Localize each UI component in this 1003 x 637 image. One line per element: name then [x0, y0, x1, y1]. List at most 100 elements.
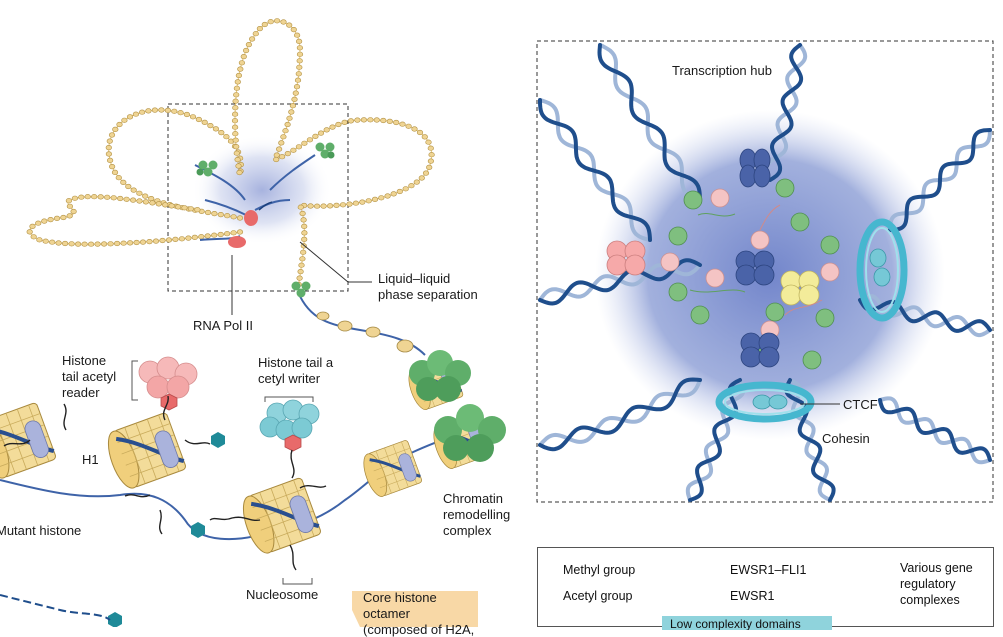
regulatory-complex-yellow: [780, 270, 820, 306]
ctcf-label: CTCF: [843, 397, 878, 412]
chromatin-bead: [165, 237, 173, 243]
chromatin-bead: [426, 164, 433, 170]
chromatin-bead: [286, 22, 293, 28]
chromatin-bead: [306, 137, 314, 143]
chromatin-bead: [233, 92, 240, 98]
chromatin-bead: [30, 234, 37, 240]
chromatin-bead: [300, 217, 307, 223]
chromatin-bead: [232, 124, 239, 130]
chromatin-bead: [164, 107, 171, 113]
legend-various-line1: Various gene: [900, 561, 973, 575]
chromatin-bead: [297, 269, 304, 275]
chromatin-bead: [232, 137, 239, 143]
chromatin-bead: [341, 119, 348, 125]
chromatin-bead: [201, 119, 208, 125]
histone-tails: [3, 395, 327, 571]
legend-ewsr1-fli1: EWSR1–FLI1: [730, 563, 807, 577]
chromatin-bead: [243, 47, 250, 54]
chromatin-bead: [148, 196, 155, 202]
remodel-label-line3: complex: [443, 523, 492, 538]
ewsr1-fli1-protein: [668, 226, 688, 246]
chromatin-bead: [224, 231, 231, 237]
remodeler-small-icons: [196, 142, 335, 298]
reader-label-line3: reader: [62, 385, 100, 400]
chromatin-bead: [194, 207, 201, 213]
chromatin-bead: [152, 238, 160, 244]
chromatin-bead: [218, 130, 225, 136]
chromatin-bead: [289, 103, 297, 109]
core-histone-line3: (composed of H2A,: [363, 622, 475, 637]
core-histone-line1: Core histone: [363, 590, 437, 605]
chromatin-bead: [232, 111, 239, 117]
core-histone-tag: [352, 591, 478, 627]
nucleosome: [363, 440, 422, 497]
ewsr1-protein: [705, 268, 725, 288]
mutant-histone-label: Mutant histone: [0, 523, 82, 538]
chromatin-bead: [296, 51, 304, 57]
chromatin-bead: [149, 200, 156, 206]
nucleosome: [242, 477, 321, 554]
chromatin-bead: [105, 145, 112, 151]
dna-bottom-left: [0, 594, 111, 621]
chromatin-bead: [296, 64, 303, 70]
chromatin-bead: [49, 239, 56, 245]
chromatin-bead: [111, 169, 119, 175]
chromatin-bead: [300, 249, 307, 255]
chromatin-bead: [171, 108, 178, 114]
nucleosome-label: Nucleosome: [246, 587, 319, 602]
chromatin-bead: [113, 240, 121, 247]
chromatin-bead: [333, 202, 340, 208]
ewsr1-fli1-protein: [668, 282, 688, 302]
ewsr1-fli1-protein: [815, 308, 835, 328]
ewsr1-fli1-protein: [775, 178, 795, 198]
chromatin-bead: [158, 107, 165, 113]
chromatin-bead: [282, 128, 289, 134]
nucleosome: [0, 402, 56, 479]
chromatin-bead: [211, 211, 218, 217]
chromatin-bead: [151, 107, 158, 113]
ewsr1-fli1-protein: [765, 302, 785, 322]
chromatin-bead: [427, 145, 434, 151]
chromatin-bead: [232, 98, 239, 104]
chromatin-bead: [26, 229, 33, 235]
hub-box: [536, 40, 994, 503]
chromatin-bead: [177, 110, 184, 116]
remodel-label-line2: remodelling: [443, 507, 511, 522]
chromatin-bead: [172, 236, 179, 242]
chromatin-bead: [189, 114, 197, 120]
chromatin-bead: [236, 229, 244, 235]
transcription-hub-title: Transcription hub: [672, 63, 772, 78]
chromatin-bead: [233, 150, 240, 156]
fiber-nucleosomes: [316, 311, 414, 353]
chromatin-bead: [105, 151, 112, 157]
chromatin-bead: [120, 179, 127, 185]
small-hub-glow: [192, 135, 332, 245]
chromatin-bead: [295, 71, 302, 77]
chromatin-bead: [55, 240, 62, 246]
chromatin-bead: [66, 203, 73, 209]
chromatin-bead: [84, 194, 91, 200]
chromatin-bead: [292, 90, 299, 96]
chromatin-bead: [327, 203, 334, 209]
chromatin-bead: [346, 201, 353, 207]
chromatin-bead: [384, 193, 391, 199]
h1-label: H1: [82, 452, 99, 467]
chromatin-bead: [159, 237, 166, 244]
legend-various-line2: regulatory: [900, 577, 956, 591]
ewsr1-protein: [660, 252, 680, 272]
chromatin-bead: [301, 140, 308, 146]
chromatin-bead: [335, 121, 342, 128]
chromatin-bead: [132, 111, 139, 117]
chromatin-bead: [371, 196, 379, 202]
chromatin-bead: [108, 164, 116, 170]
core-histone-line2: octamer: [363, 606, 410, 621]
chromatin-bead: [301, 236, 308, 242]
chromatin-bead: [296, 58, 303, 64]
chromatin-bead: [408, 183, 415, 189]
chromatin-bead: [112, 126, 119, 132]
chromatin-bead: [293, 84, 301, 90]
ewsr1-fli1-protein: [690, 305, 710, 325]
chromatin-bead: [65, 198, 72, 204]
chromatin-bead: [155, 201, 162, 207]
chromatin-bead: [187, 206, 194, 212]
